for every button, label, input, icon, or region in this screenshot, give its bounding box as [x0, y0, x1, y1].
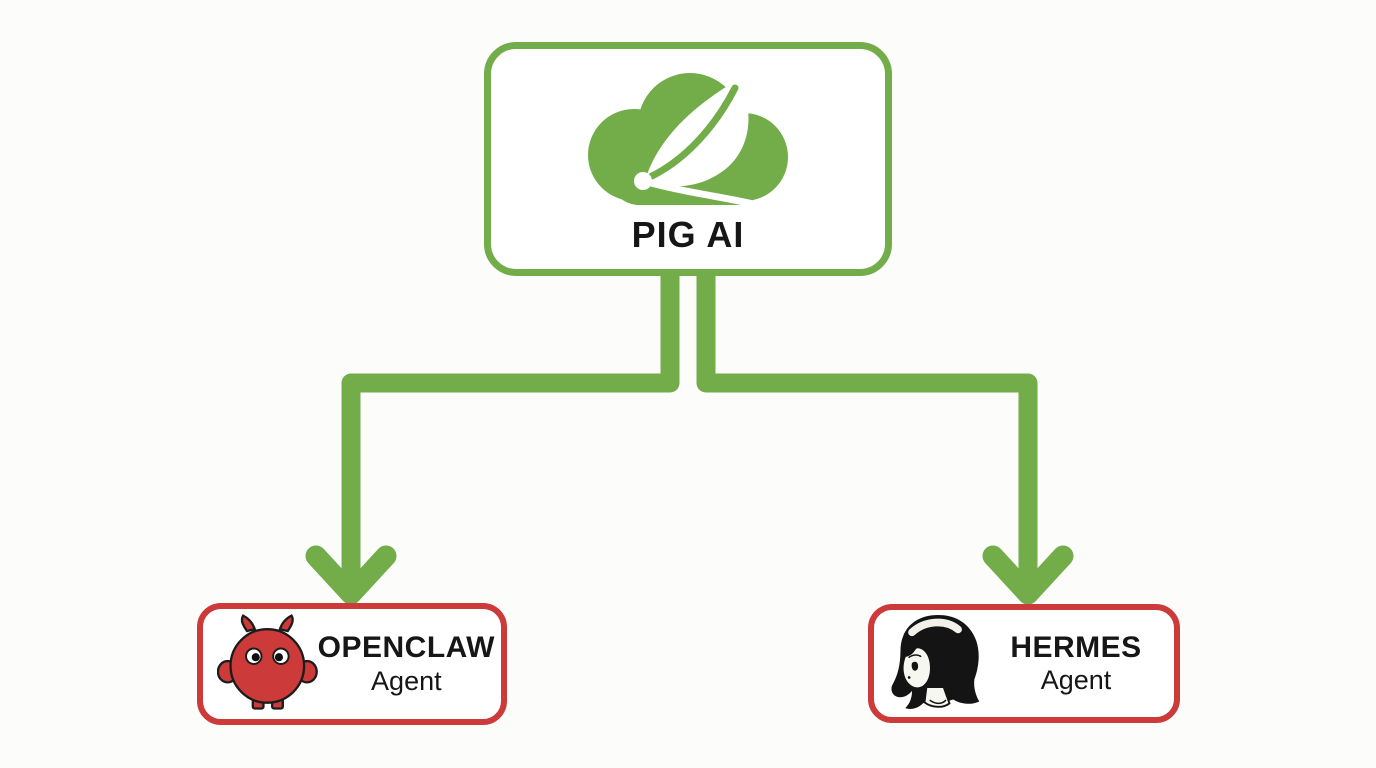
agent-name-openclaw: OPENCLAW — [317, 631, 495, 665]
connector-right-elbow — [696, 266, 1038, 588]
node-hermes-agent: HERMES Agent — [868, 604, 1180, 723]
node-openclaw-agent: OPENCLAW Agent — [197, 603, 507, 725]
node-pig-ai: PIG AI — [484, 42, 892, 276]
agent-name-hermes: HERMES — [1010, 630, 1142, 664]
connector-left-elbow — [341, 266, 680, 588]
node-pig-ai-label: PIG AI — [631, 214, 745, 255]
girl-avatar-icon — [891, 614, 980, 709]
agent-text-block: HERMES Agent — [984, 630, 1174, 697]
agent-text-block: OPENCLAW Agent — [318, 630, 501, 697]
pig-mascot-icon — [217, 614, 318, 710]
agent-role-openclaw: Agent — [371, 665, 442, 696]
cloud-leaf-logo — [588, 73, 788, 209]
arrowhead-left — [305, 545, 397, 605]
agent-role-hermes: Agent — [1040, 665, 1112, 696]
arrowhead-right — [982, 545, 1074, 605]
